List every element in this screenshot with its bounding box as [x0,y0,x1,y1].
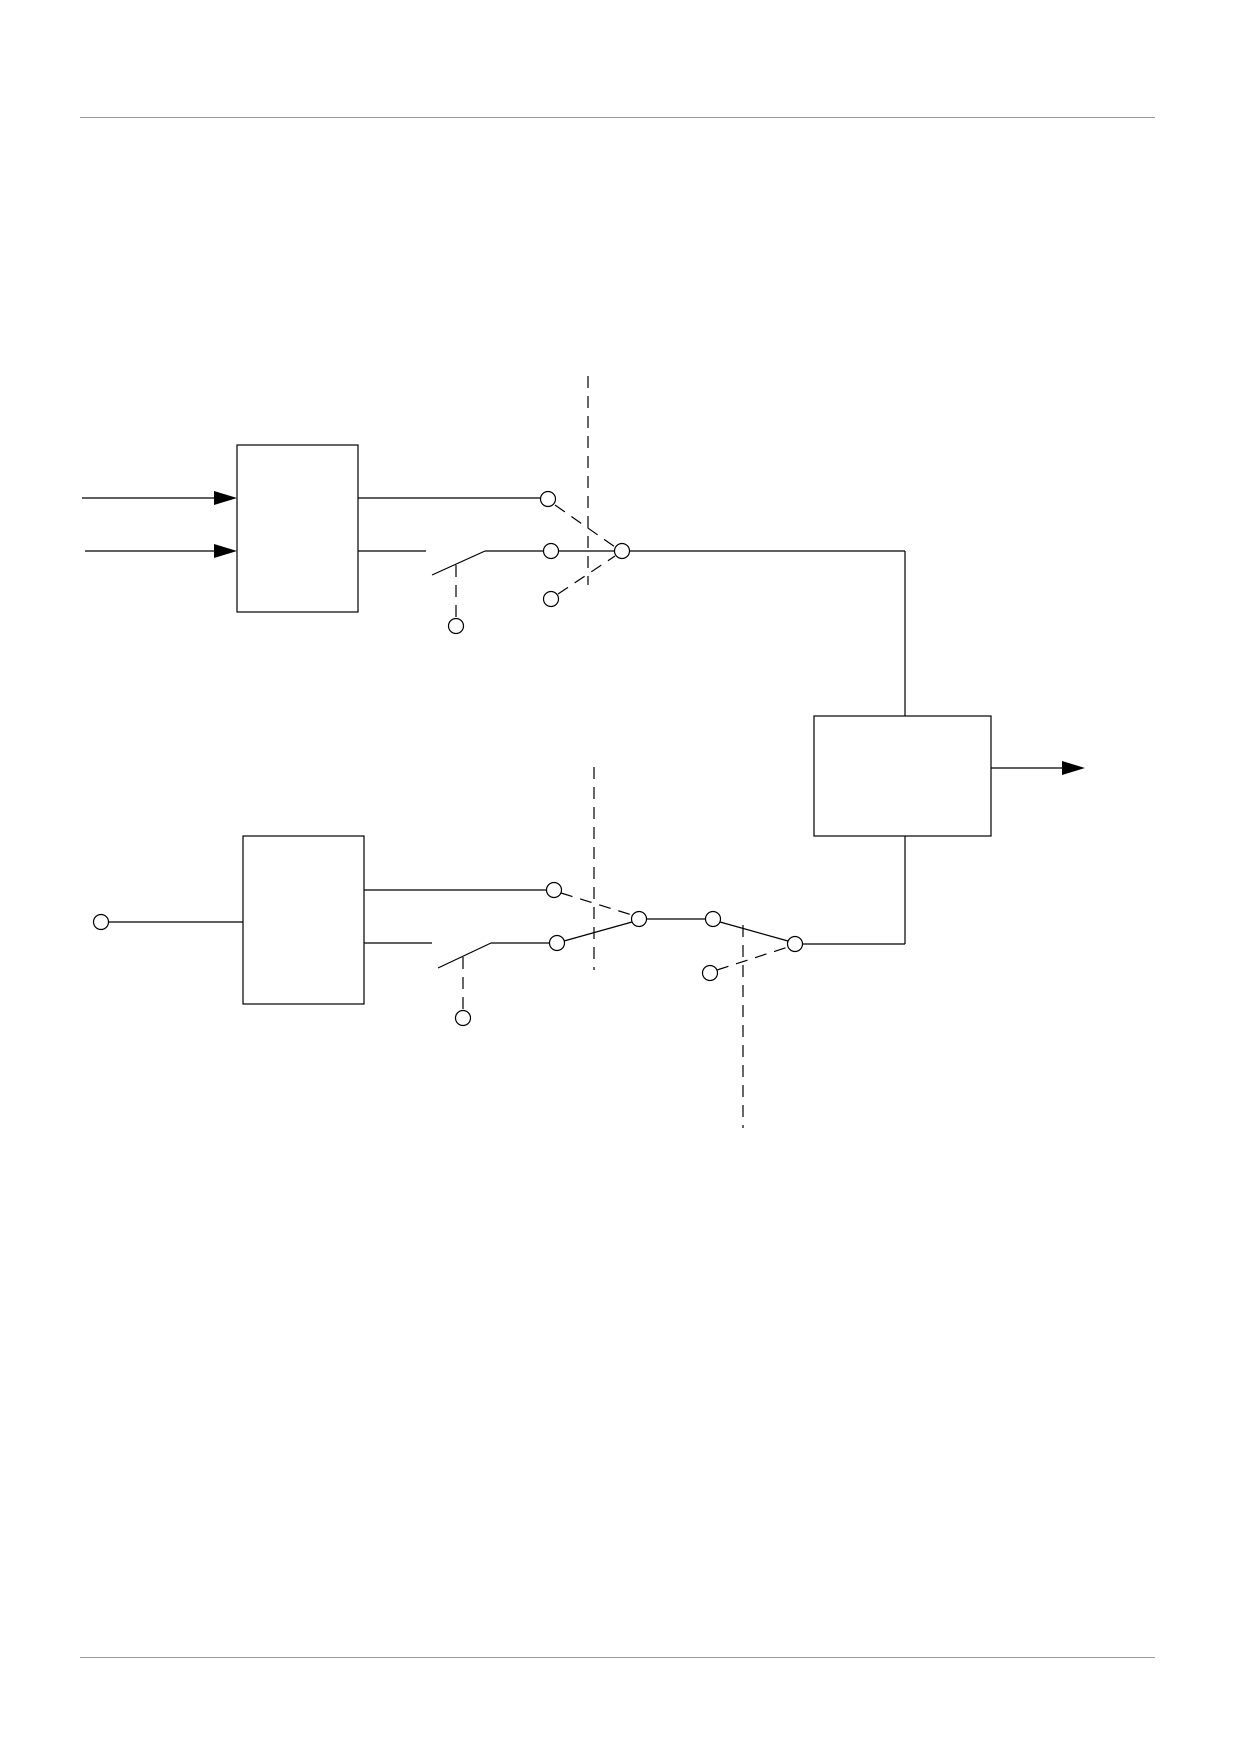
second-stage-terminal-2 [701,964,719,982]
upper-selector-common-terminal [613,542,631,560]
upper-block [236,444,359,613]
upper-selector-terminal-3 [542,590,560,608]
lower-on-off-switch [437,942,550,1027]
lower-input-terminal [92,913,243,931]
header-rule [80,117,1155,118]
upper-selector-terminal-2 [542,542,560,560]
upper-input-arrow-1 [82,491,237,505]
upper-on-off-switch [431,550,545,635]
output-arrow [991,761,1085,775]
upper-input-arrow-2 [85,544,237,558]
lower-block [242,835,365,1005]
lower-selector-common-terminal [630,910,648,928]
footer-rule [80,1657,1155,1658]
lower-selector-switch [545,767,648,970]
lower-selector-terminal-1 [545,881,563,899]
second-stage-selector-switch [701,910,804,1128]
second-stage-common-terminal [786,935,804,953]
upper-selector-switch [539,376,631,608]
second-stage-terminal-1 [704,910,722,928]
lower-selector-terminal-2 [548,934,566,952]
lower-switch-control-terminal [454,1009,472,1027]
upper-switch-control-terminal [447,617,465,635]
output-block [813,715,992,837]
upper-selector-terminal-1 [539,490,557,508]
